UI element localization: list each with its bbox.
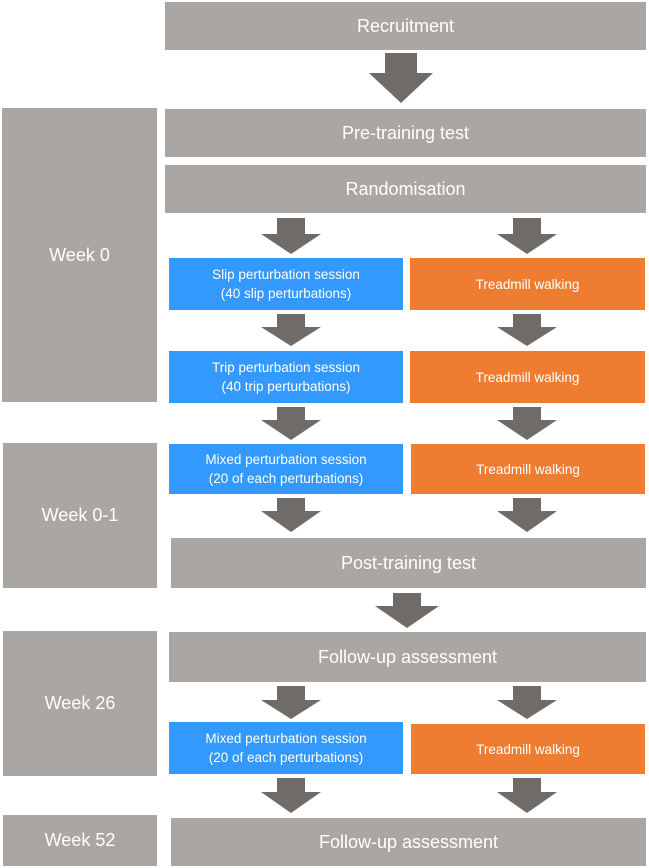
post-training-test-box: Post-training test — [171, 538, 646, 588]
week-0-label: Week 0 — [2, 108, 157, 402]
treadmill-walking-box-4: Treadmill walking — [411, 724, 645, 774]
arrow-down-icon — [497, 686, 557, 719]
arrow-down-icon — [497, 778, 557, 813]
arrow-down-icon — [261, 407, 321, 440]
arrow-down-icon — [261, 778, 321, 813]
randomisation-box: Randomisation — [165, 165, 646, 213]
follow-up-assessment-box-2: Follow-up assessment — [171, 818, 646, 866]
arrow-down-icon — [261, 498, 321, 532]
treadmill-walking-box-1: Treadmill walking — [410, 258, 645, 310]
arrow-down-icon — [261, 686, 321, 719]
arrow-down-icon — [497, 314, 557, 346]
recruitment-box: Recruitment — [165, 2, 646, 50]
treadmill-walking-box-3: Treadmill walking — [411, 444, 645, 494]
arrow-down-icon — [261, 218, 321, 254]
pre-training-test-box: Pre-training test — [165, 109, 646, 157]
treadmill-walking-box-2: Treadmill walking — [410, 351, 645, 403]
week-0-1-label: Week 0-1 — [3, 443, 157, 588]
trip-session-box: Trip perturbation session(40 trip pertur… — [169, 351, 403, 403]
mixed-session-box-2: Mixed perturbation session(20 of each pe… — [169, 722, 403, 774]
arrow-down-icon — [261, 314, 321, 346]
arrow-down-icon — [497, 407, 557, 440]
arrow-down-icon — [497, 218, 557, 254]
week-26-label: Week 26 — [3, 631, 157, 776]
arrow-down-icon — [369, 53, 433, 103]
follow-up-assessment-box-1: Follow-up assessment — [169, 632, 646, 682]
mixed-session-box-1: Mixed perturbation session(20 of each pe… — [169, 444, 403, 494]
arrow-down-icon — [497, 498, 557, 532]
week-52-label: Week 52 — [3, 815, 157, 866]
slip-session-box: Slip perturbation session(40 slip pertur… — [169, 258, 403, 310]
arrow-down-icon — [375, 593, 439, 628]
